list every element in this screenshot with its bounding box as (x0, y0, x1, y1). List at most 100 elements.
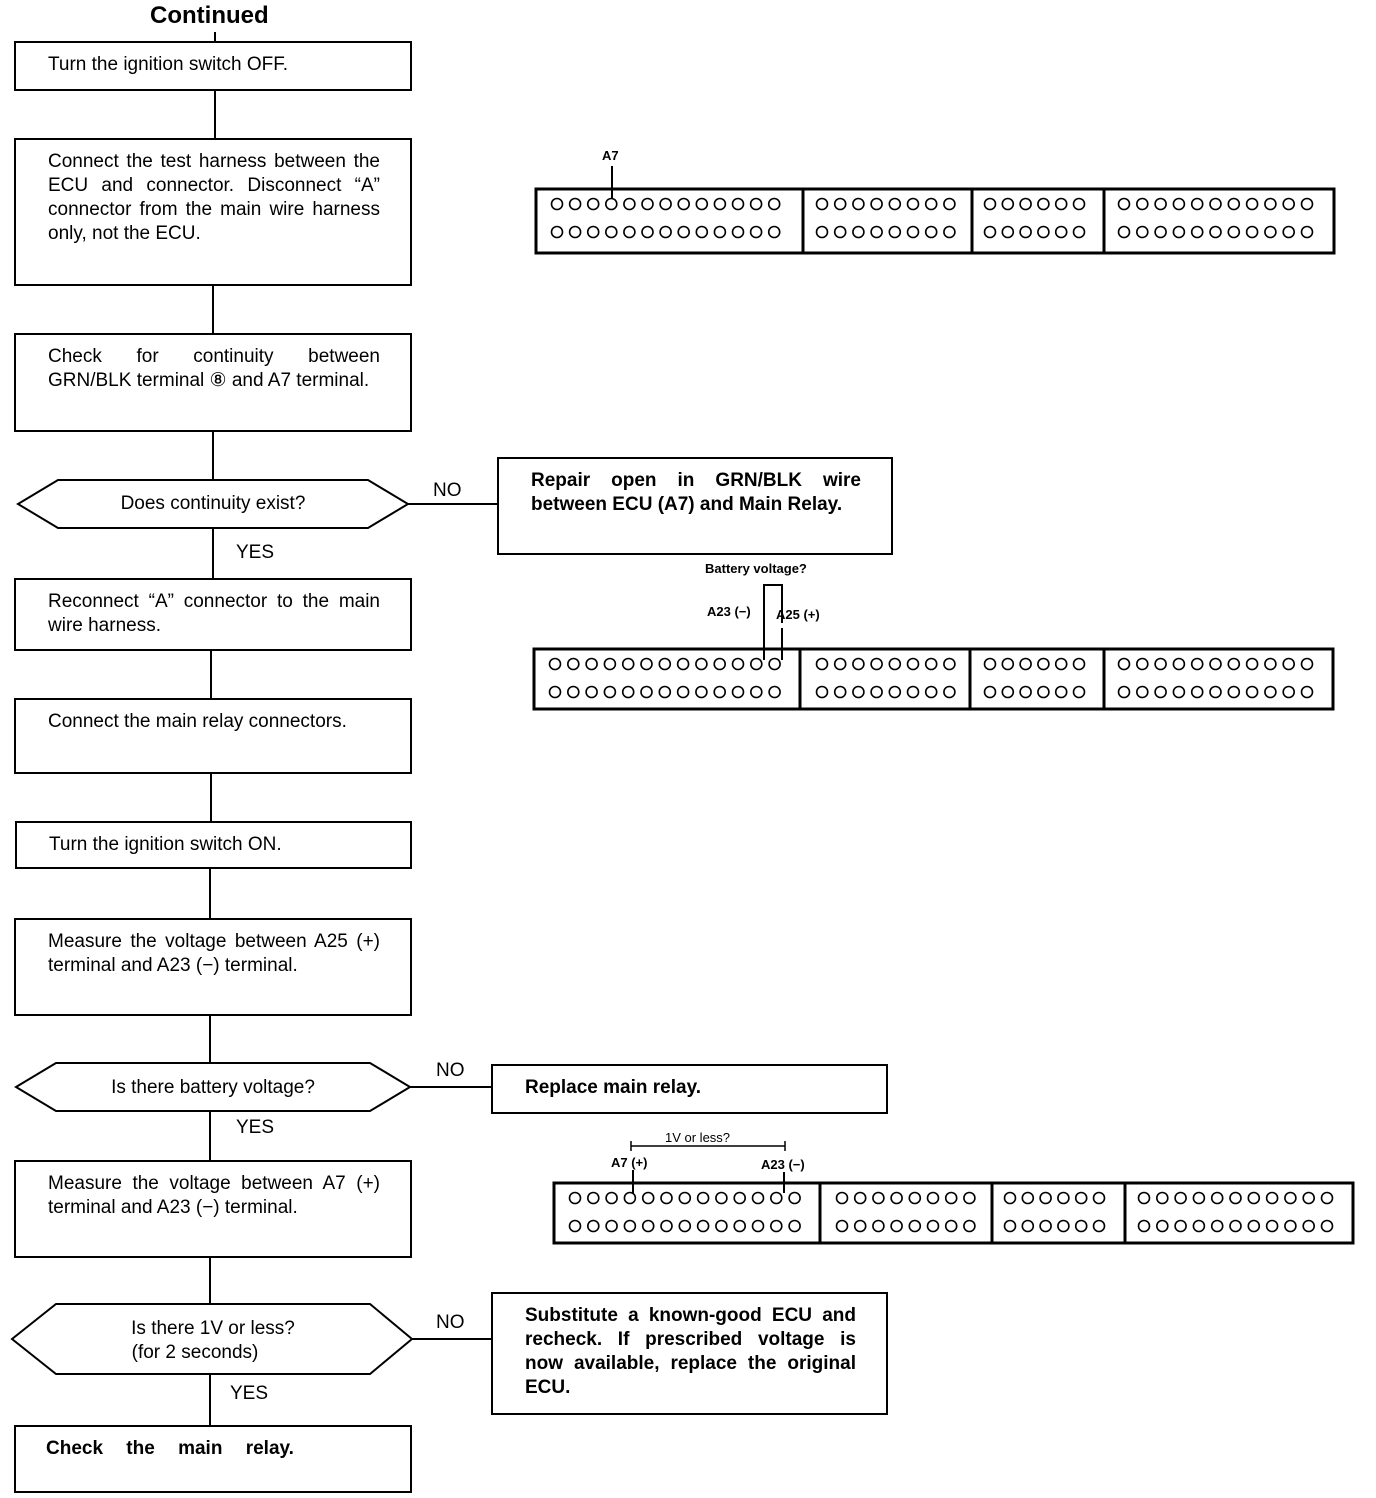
connector-pin (1320, 1191, 1334, 1205)
connector-diagram-3 (552, 1141, 1355, 1245)
no-label: NO (436, 1312, 465, 1333)
connector-pin (1190, 225, 1204, 239)
connector-pin (1054, 657, 1068, 671)
connector-pin (888, 657, 902, 671)
connector-pin (1264, 657, 1277, 671)
connector-pin (1265, 1219, 1279, 1233)
connector-pin (1302, 1219, 1315, 1233)
connector-pin (1302, 1191, 1315, 1205)
connector-pin (1117, 657, 1131, 671)
connector-pin (585, 657, 598, 671)
connector-pin (641, 1219, 655, 1233)
connector-pin (1019, 685, 1032, 699)
connector-pin (835, 1191, 849, 1205)
connector-pin (1154, 657, 1167, 671)
connector-pin (1264, 225, 1277, 239)
connector-pin (659, 197, 672, 211)
connector-pin (1265, 1191, 1279, 1205)
connector-pin (1209, 657, 1222, 671)
connector-pin (641, 1191, 655, 1205)
connector-pin (1209, 685, 1222, 699)
c2-caption: Battery voltage? (705, 561, 807, 576)
connector-pin (1245, 657, 1259, 671)
connector-pin (1245, 685, 1259, 699)
connector-pin (872, 1219, 885, 1233)
connector-pin (713, 225, 727, 239)
connector-pin (751, 1219, 765, 1233)
connector-pin (749, 225, 763, 239)
connector-pin (833, 197, 847, 211)
connector-pin (1282, 685, 1295, 699)
step-text: Connect the test harness between the ECU… (48, 151, 380, 244)
connector-pin (1174, 1219, 1187, 1233)
connector-pin (677, 225, 691, 239)
connector-pin (677, 197, 691, 211)
connector-pin (1019, 197, 1032, 211)
connector-pin (1117, 197, 1131, 211)
decision-battery-label: Is there battery voltage? (111, 1077, 315, 1098)
connector-pin (659, 225, 672, 239)
connector-pin (568, 1191, 582, 1205)
connector-pin (963, 1219, 976, 1233)
connector-pin (1210, 1219, 1224, 1233)
connector-pin (1037, 225, 1050, 239)
connector-pin (623, 1219, 637, 1233)
connector-pin (767, 225, 781, 239)
connector-pin (963, 1191, 976, 1205)
connector-pin (1210, 1191, 1224, 1205)
result-text: Substitute a known-good ECU and recheck.… (525, 1305, 856, 1398)
connector-pin (548, 685, 562, 699)
connector-pin (586, 197, 600, 211)
c1-pin-label: A7 (602, 148, 619, 163)
connector-pin (1003, 1219, 1017, 1233)
connector-pin (604, 197, 618, 211)
connector-pin (1264, 685, 1277, 699)
step-measure-a7-a23: Measure the voltage between A7 (+) termi… (14, 1160, 412, 1258)
connector-pin (1021, 1219, 1035, 1233)
connector-pin (676, 657, 690, 671)
connector-diagram-1 (534, 166, 1336, 255)
connector-pin (1057, 1219, 1070, 1233)
connector-pin (695, 197, 709, 211)
connector-pin (603, 685, 617, 699)
connector-pin (733, 1219, 747, 1233)
result-substitute-ecu: Substitute a known-good ECU and recheck.… (491, 1292, 888, 1415)
connector-pin (833, 225, 847, 239)
connector-pin (640, 657, 653, 671)
connector-pin (852, 657, 865, 671)
connector-pin (1072, 197, 1086, 211)
connector-pin (1037, 685, 1050, 699)
connector-pin (566, 685, 580, 699)
connector-pin (906, 657, 920, 671)
connector-pin (585, 685, 598, 699)
connector-pin (1039, 1219, 1052, 1233)
connector-pin (605, 1191, 618, 1205)
connector-pin (1137, 1219, 1151, 1233)
connector-pin (926, 1191, 940, 1205)
connector-pin (1190, 197, 1204, 211)
connector-pin (870, 657, 883, 671)
connector-pin (1282, 225, 1295, 239)
step-text: Check the main relay. (46, 1438, 294, 1459)
connector-pin (641, 225, 654, 239)
connector-pin (1172, 197, 1186, 211)
connector-pin (943, 225, 956, 239)
connector-pin (1054, 197, 1068, 211)
connector-pin (603, 657, 617, 671)
connector-pin (924, 685, 938, 699)
connector-pin (1117, 685, 1131, 699)
connector-pin (833, 685, 847, 699)
connector-pin (678, 1219, 692, 1233)
connector-pin (815, 685, 829, 699)
connector-pin (1156, 1219, 1169, 1233)
connector-pin (713, 657, 727, 671)
connector-pin (1072, 685, 1086, 699)
no-label: NO (436, 1060, 465, 1081)
connector-pin (1156, 1191, 1169, 1205)
connector-pin (568, 197, 582, 211)
connector-pin (983, 685, 997, 699)
connector-pin (1282, 197, 1295, 211)
decision-1v-line1: Is there 1V or less? (131, 1318, 295, 1339)
connector-pin (833, 657, 847, 671)
